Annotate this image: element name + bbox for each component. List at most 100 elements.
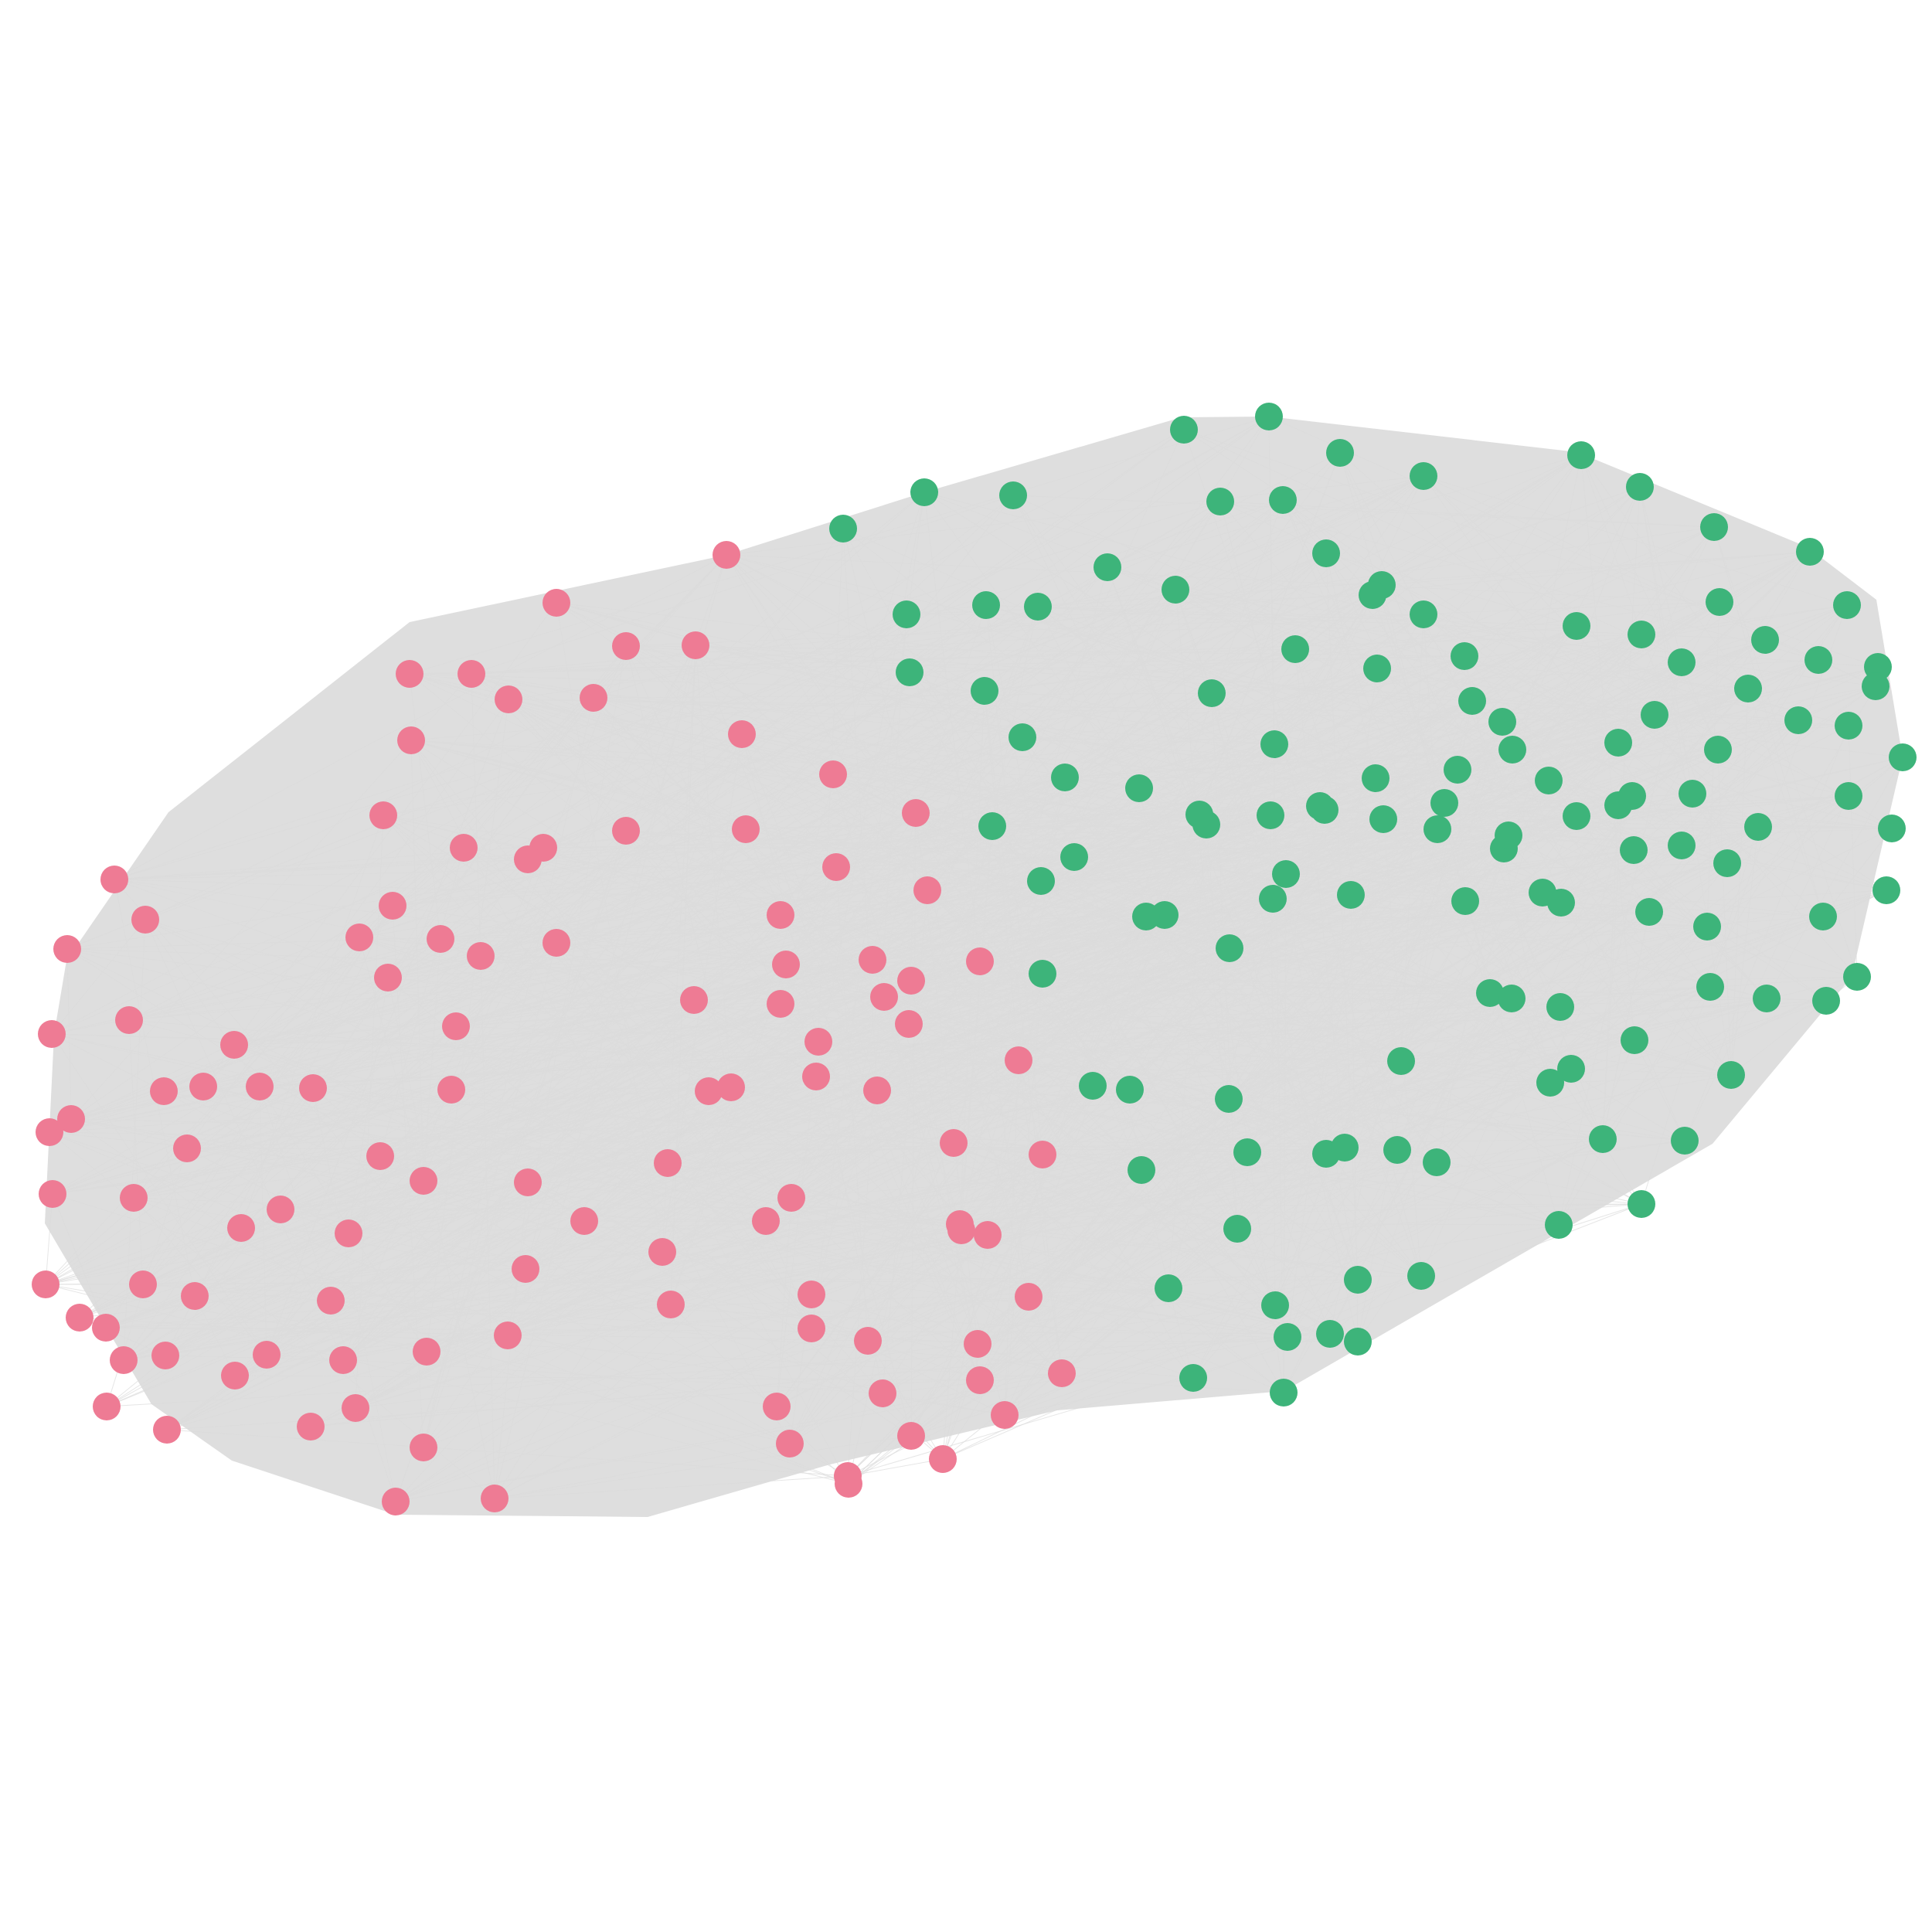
edge — [233, 1044, 1194, 1379]
pink-node — [570, 1207, 598, 1235]
edge — [1164, 914, 1331, 1335]
edge — [1092, 998, 1767, 1087]
edge — [776, 743, 1275, 1407]
green-node — [1281, 635, 1309, 663]
edge — [507, 1234, 988, 1336]
green-node — [1312, 539, 1340, 567]
pink-node — [413, 1338, 440, 1366]
edge — [832, 774, 962, 1231]
edge — [1350, 894, 1650, 913]
edge — [527, 714, 1655, 1183]
edge — [1018, 1006, 1561, 1061]
edge — [142, 733, 743, 1285]
edge — [961, 815, 1577, 1231]
edge — [471, 634, 1642, 675]
pink-node — [173, 1134, 201, 1162]
edge — [1061, 1287, 1169, 1374]
edge — [1602, 804, 1619, 1140]
pink-node — [695, 1077, 723, 1105]
green-node — [1206, 488, 1234, 515]
green-node — [1215, 1085, 1243, 1113]
pink-node — [150, 1077, 178, 1105]
edge — [811, 902, 1562, 1329]
edge — [79, 955, 481, 1318]
edge — [106, 690, 985, 1407]
edge — [507, 1296, 1029, 1336]
edge — [1175, 589, 1213, 694]
green-node — [1796, 538, 1824, 566]
edge — [259, 492, 925, 1087]
edge — [186, 856, 1075, 1149]
edge — [1548, 688, 1749, 781]
edge — [977, 634, 1642, 1345]
edge — [1329, 998, 1767, 1335]
edge — [992, 777, 1066, 827]
edge — [423, 604, 987, 1448]
green-node — [1620, 836, 1648, 864]
edge — [45, 1284, 849, 1485]
edge — [455, 416, 1270, 1027]
edge — [670, 492, 925, 1305]
edge — [409, 673, 1512, 999]
pink-node — [299, 1074, 327, 1102]
edge — [789, 604, 1848, 1444]
edge — [234, 812, 917, 1376]
edge — [667, 815, 1577, 1164]
green-node — [1451, 887, 1479, 915]
green-node — [1369, 805, 1397, 833]
edge — [1206, 824, 1359, 1281]
edge — [463, 847, 817, 1077]
edge — [848, 1147, 1345, 1485]
pink-node — [397, 726, 425, 754]
edge — [233, 553, 1327, 1046]
pink-node — [437, 1076, 465, 1104]
pink-node — [798, 1281, 825, 1308]
edge — [1004, 1060, 1019, 1416]
edge — [163, 1090, 849, 1477]
green-node — [1272, 860, 1300, 888]
edge — [128, 849, 1634, 1021]
edge — [910, 1085, 1094, 1437]
edge — [508, 699, 1248, 1153]
edge — [133, 825, 993, 1199]
edge — [106, 1336, 1288, 1407]
edge — [1211, 659, 1819, 694]
green-node — [1626, 473, 1654, 501]
pink-node — [580, 684, 607, 712]
pink-node — [100, 866, 128, 893]
edge — [1028, 662, 1682, 1298]
green-node — [1563, 612, 1590, 640]
edge — [359, 937, 1248, 1153]
edge — [1503, 639, 1766, 849]
pink-node — [863, 1077, 891, 1104]
edge — [1037, 606, 1577, 817]
edge — [202, 1086, 529, 1183]
green-node — [1812, 987, 1840, 1015]
pink-node — [929, 1445, 957, 1473]
edge — [923, 492, 981, 962]
green-node — [1679, 780, 1706, 808]
edge — [1602, 986, 1711, 1140]
edge — [451, 830, 627, 1090]
edge — [1372, 594, 1849, 726]
pink-node — [612, 817, 640, 845]
edge — [49, 1131, 349, 1234]
edge — [1822, 828, 1893, 917]
edge — [280, 1209, 1288, 1338]
pink-node — [1029, 1141, 1056, 1168]
edge — [1107, 566, 1327, 1155]
pink-node — [450, 834, 478, 862]
edge — [1324, 486, 1641, 811]
edge — [1617, 804, 1887, 891]
edge — [927, 889, 1543, 893]
edge — [508, 526, 1715, 700]
edge — [987, 902, 1562, 1236]
edge — [1175, 589, 1655, 716]
edge — [383, 690, 985, 816]
edge — [45, 1060, 1402, 1285]
edge — [440, 911, 1650, 940]
edge — [166, 1220, 585, 1430]
edge — [789, 795, 1849, 1444]
green-node — [1621, 1026, 1648, 1054]
edge — [1502, 721, 1685, 1141]
